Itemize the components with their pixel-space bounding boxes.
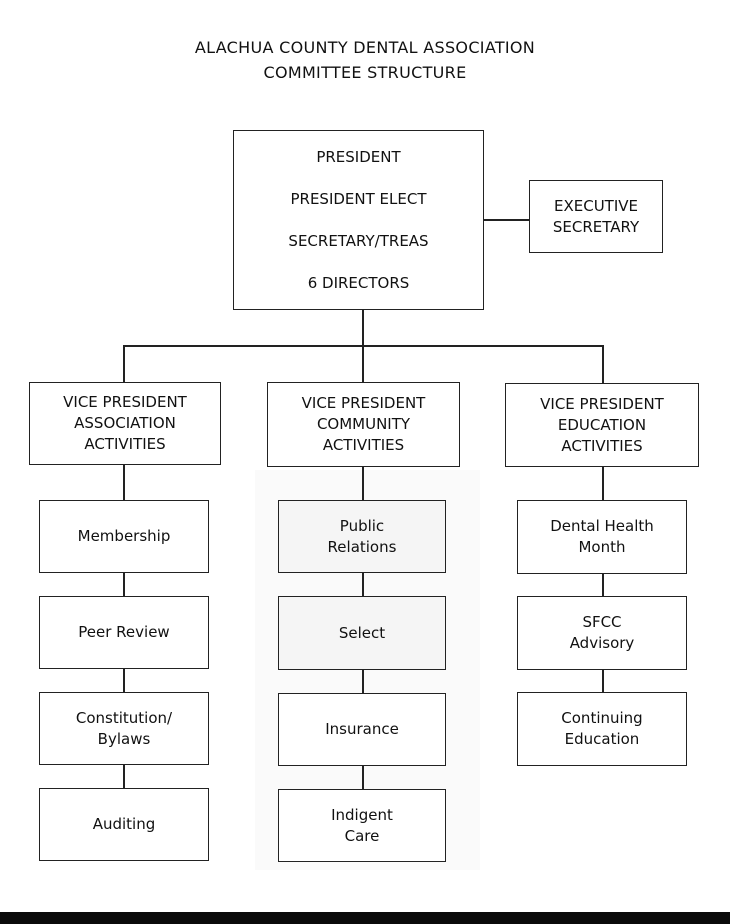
vp-education-line1: VICE PRESIDENT (540, 394, 664, 413)
connector-vp2 (362, 345, 364, 382)
vp-education-line3: ACTIVITIES (561, 436, 643, 455)
scan-bottom-edge (0, 912, 730, 924)
vp-community-line1: VICE PRESIDENT (301, 394, 426, 412)
committee-indigent-care: Indigent Care (278, 789, 446, 862)
president-label: PRESIDENT (316, 147, 401, 166)
connector-vp3 (602, 345, 604, 383)
committee-sfcc-advisory: SFCC Advisory (517, 596, 687, 670)
committee-auditing: Auditing (39, 788, 209, 861)
vp-education-box: VICE PRESIDENT EDUCATION ACTIVITIES (505, 383, 699, 467)
president-box: PRESIDENT PRESIDENT ELECT SECRETARY/TREA… (233, 130, 484, 310)
connector-col2-2 (362, 572, 364, 596)
committee-dental-health-month: Dental Health Month (517, 500, 687, 574)
chart-title-line2: COMMITTEE STRUCTURE (263, 63, 467, 82)
vp-association-box: VICE PRESIDENT ASSOCIATION ACTIVITIES (29, 382, 221, 465)
connector-col2-4 (362, 765, 364, 789)
committee-dental-health-line2: Month (578, 538, 626, 556)
connector-col1-2 (123, 572, 125, 596)
connector-vp1 (123, 345, 125, 382)
executive-secretary-line2: SECRETARY (552, 217, 640, 236)
committee-public-relations-line2: Relations (327, 537, 397, 556)
connector-col1-3 (123, 668, 125, 692)
secretary-treasurer-label: SECRETARY/TREAS (288, 231, 429, 250)
vp-association-line1: VICE PRESIDENT (63, 393, 187, 411)
committee-sfcc-line2: Advisory (569, 634, 635, 652)
committee-continuing-education-line2: Education (564, 730, 640, 748)
connector-col3-2 (602, 573, 604, 597)
connector-col1-1 (123, 464, 125, 501)
connector-col3-1 (602, 466, 604, 501)
vp-community-box: VICE PRESIDENT COMMUNITY ACTIVITIES (267, 382, 460, 467)
committee-indigent-care-line2: Care (344, 826, 380, 845)
executive-secretary-line1: EXECUTIVE (553, 196, 638, 215)
executive-secretary-box: EXECUTIVE SECRETARY (529, 180, 663, 253)
connector-col3-3 (602, 669, 604, 693)
connector-exec-secretary (483, 219, 530, 221)
connector-col2-1 (362, 466, 364, 501)
committee-dental-health-line1: Dental Health (550, 517, 654, 535)
connector-col1-4 (123, 764, 125, 788)
vp-community-line2: COMMUNITY (316, 415, 411, 433)
committee-peer-review-label: Peer Review (78, 623, 170, 641)
vp-community-line3: ACTIVITIES (322, 436, 405, 454)
vp-education-line2: EDUCATION (557, 415, 647, 434)
committee-select-label: Select (338, 623, 386, 642)
committee-public-relations: Public Relations (278, 500, 446, 573)
committee-indigent-care-line1: Indigent (331, 805, 393, 824)
committee-peer-review: Peer Review (39, 596, 209, 669)
chart-title-line1: ALACHUA COUNTY DENTAL ASSOCIATION (194, 38, 536, 57)
committee-public-relations-line1: Public (339, 516, 385, 535)
committee-insurance-label: Insurance (325, 720, 399, 738)
committee-constitution-line1: Constitution/ (75, 708, 173, 727)
committee-membership-label: Membership (77, 527, 171, 545)
vp-association-line3: ACTIVITIES (84, 435, 166, 453)
president-elect-label: PRESIDENT ELECT (290, 189, 427, 208)
committee-auditing-label: Auditing (92, 815, 156, 833)
vp-association-line2: ASSOCIATION (74, 414, 176, 432)
committee-select: Select (278, 596, 446, 670)
committee-membership: Membership (39, 500, 209, 573)
committee-constitution-line2: Bylaws (97, 729, 151, 748)
directors-label: 6 DIRECTORS (307, 273, 410, 292)
committee-sfcc-line1: SFCC (582, 613, 622, 631)
committee-continuing-education-line1: Continuing (561, 709, 643, 727)
connector-president-down (362, 309, 364, 346)
connector-col2-3 (362, 669, 364, 694)
committee-insurance: Insurance (278, 693, 446, 766)
committee-continuing-education: Continuing Education (517, 692, 687, 766)
committee-constitution-bylaws: Constitution/ Bylaws (39, 692, 209, 765)
